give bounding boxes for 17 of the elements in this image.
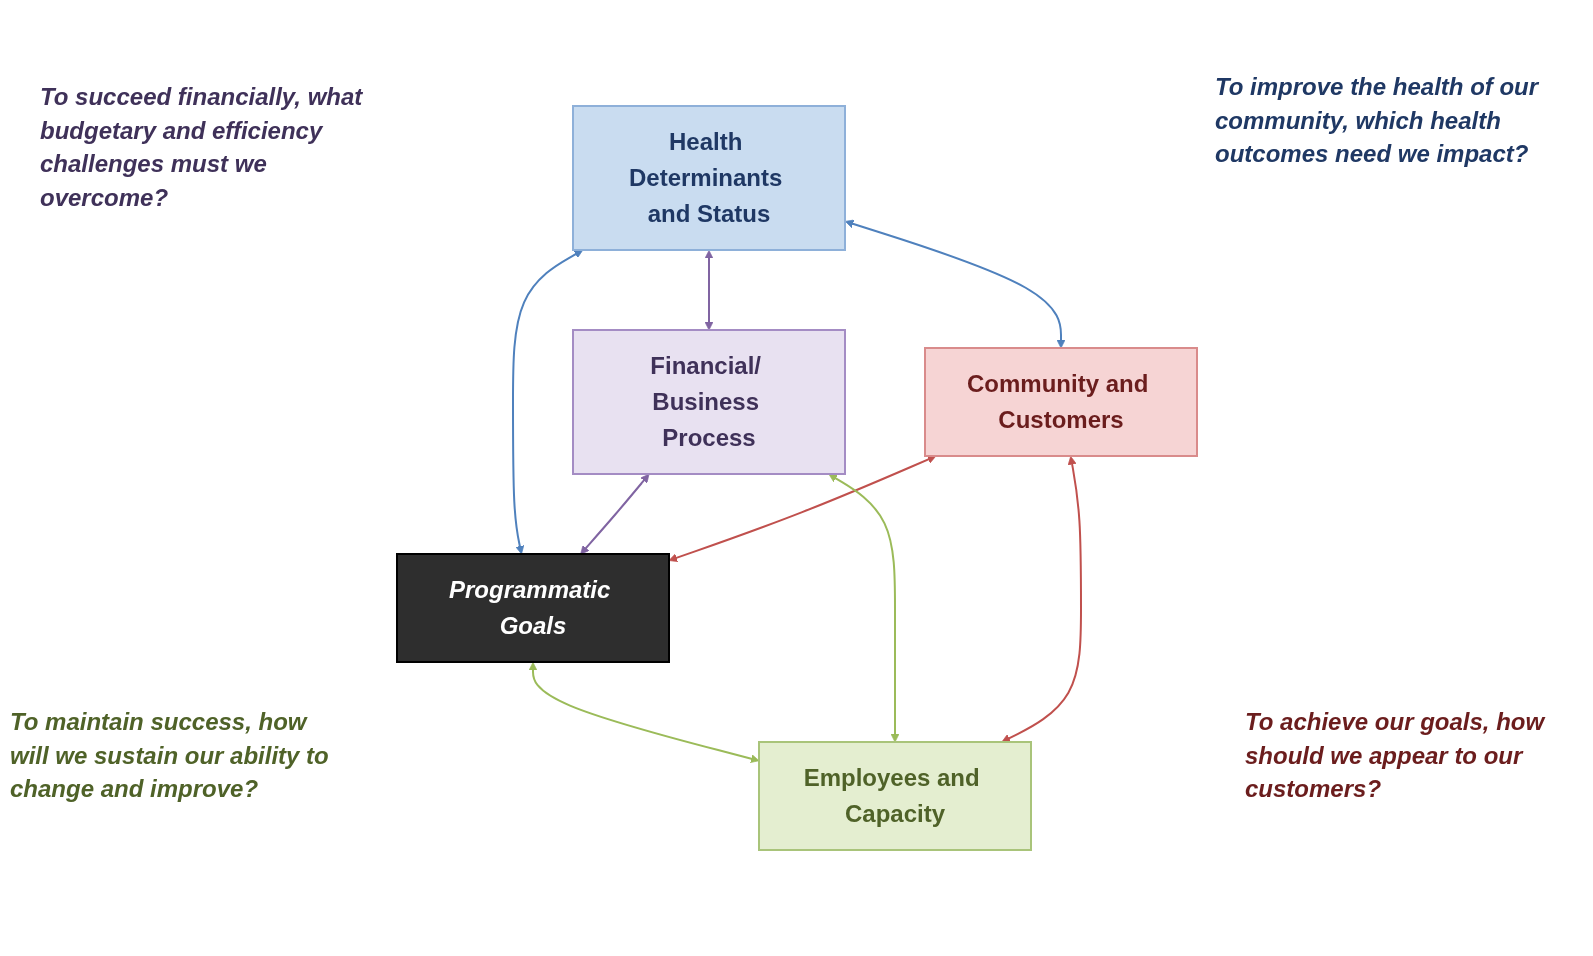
arrow [668,455,936,562]
arrow [828,473,899,743]
arrow [528,662,759,763]
arrow [1000,456,1082,743]
arrow [511,249,583,555]
question-note: To achieve our goals, how should we appear to our customers? [1245,707,1547,805]
question-note: To maintain success, how will we sustain our ability to change and improve? [10,707,330,805]
arrow [579,473,649,555]
node-box: Employees and Capacity [757,741,1032,851]
node-box: Community and Customers [923,347,1198,457]
node-box: Financial/ Business Process [571,329,846,475]
question-note: To succeed financially, what budgetary and efficiency challenges must we overcome? [40,82,364,213]
node-box: Health Determinants and Status [571,105,846,251]
node-box: Programmatic Goals [395,553,670,663]
arrow [704,250,713,331]
question-note: To improve the health of our community, which health outcomes need we impact? [1215,72,1540,170]
arrow [844,219,1065,349]
